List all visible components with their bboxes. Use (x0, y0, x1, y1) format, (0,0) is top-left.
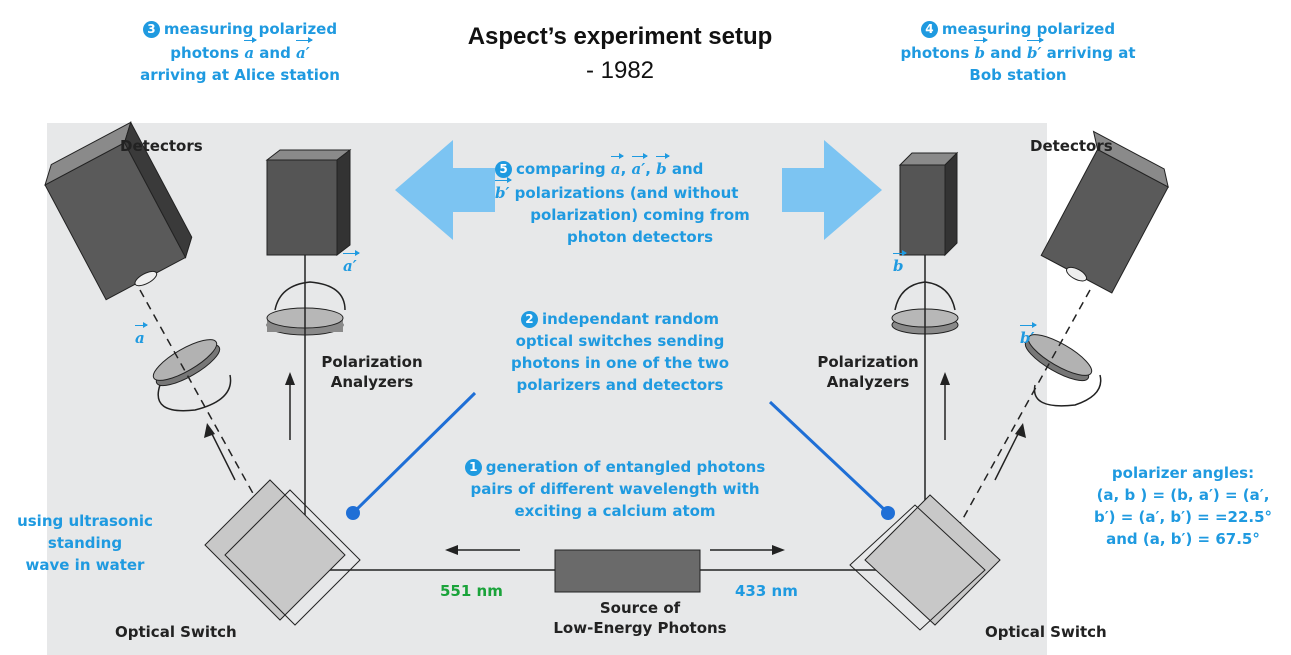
arrow-up-right-icon (940, 372, 950, 385)
annotation-alice-and: and (254, 44, 297, 62)
annotation-generation-line3: exciting a calcium atom (514, 502, 716, 520)
detector-right-outer (1040, 130, 1169, 294)
vector-label-a: a (135, 322, 148, 349)
annotation-ultrasonic-3: wave in water (25, 556, 145, 574)
arrow-up-left-icon (204, 423, 215, 438)
step-badge-5: 5 (495, 161, 512, 178)
label-analyzers-left-2: Analyzers (330, 373, 414, 391)
step-badge-3: 3 (142, 21, 160, 38)
angles-line1: (a, b ) = (b, a′) = (a′, (1096, 486, 1270, 504)
arrow-right-icon (782, 140, 882, 240)
compare-vec-b-prime: b′ (495, 177, 514, 204)
annotation-bob-line3: Bob station (969, 66, 1067, 84)
compare-vec-a-prime: a′ (631, 153, 648, 180)
title-main: Aspect’s experiment setup (467, 23, 773, 50)
annotation-bob-and: and (984, 44, 1027, 62)
vector-a-label: a (135, 322, 148, 349)
label-detectors-right: Detectors (1030, 137, 1113, 155)
annotation-bob-line2a: photons (900, 44, 975, 62)
annotation-compare-line1: comparing (516, 160, 611, 178)
vector-a-prime: a′ (296, 37, 313, 64)
vector-a: a (244, 37, 257, 64)
photon-source (554, 549, 701, 593)
vector-b-label: b (893, 250, 906, 277)
annotation-switches-line1: independant random (541, 310, 720, 328)
step-badge-1: 1 (464, 459, 482, 476)
annotation-compare-line3: polarization) coming from (530, 206, 750, 224)
annotation-switches-line3: photons in one of the two (510, 354, 730, 372)
step-badge-4: 4 (920, 21, 938, 38)
label-source-1: Source of (599, 599, 681, 617)
label-wavelength-left: 551 nm (440, 582, 503, 600)
step-badge-2: 2 (520, 311, 538, 328)
vector-b: b (974, 37, 988, 64)
annotation-ultrasonic-2: standing (47, 534, 123, 552)
angles-line3: and (a, b′) = 67.5° (1106, 530, 1260, 548)
rotation-arrow-left-outer (157, 374, 232, 412)
label-detectors-left: Detectors (120, 137, 203, 155)
polarizer-left-outer (152, 339, 221, 387)
detector-left-inner (265, 148, 352, 257)
annotation-ultrasonic-1: using ultrasonic (17, 512, 153, 530)
compare-vec-a: a (610, 153, 624, 180)
pointer-line-left (351, 391, 477, 515)
vector-b-prime: b′ (1026, 37, 1045, 64)
label-wavelength-right: 433 nm (735, 582, 798, 600)
annotation-switches-line2: optical switches sending (515, 332, 725, 350)
label-optical-switch-right: Optical Switch (985, 623, 1107, 641)
detector-right-inner (898, 151, 959, 257)
angles-line2: b′) = (a′, b′) = =22.5° (1093, 508, 1273, 526)
annotation-alice-line2a: photons (170, 44, 245, 62)
annotation-bob-line2b: arriving at (1041, 44, 1136, 62)
label-optical-switch-left: Optical Switch (115, 623, 237, 641)
title-year: - 1982 (585, 57, 655, 84)
label-source: Source of Low-Energy Photons (540, 598, 740, 638)
label-analyzers-right-2: Analyzers (826, 373, 910, 391)
vector-label-b-prime: b′ (1020, 322, 1039, 349)
annotation-ultrasonic: using ultrasonic standing wave in water (0, 510, 170, 576)
beam-right-dashed (939, 289, 1091, 561)
arrow-up-icon (285, 372, 295, 385)
annotation-compare-line4: photon detectors (566, 228, 714, 246)
annotation-switches-line4: polarizers and detectors (516, 376, 724, 394)
annotation-compare-and: and (666, 160, 704, 178)
pointer-line-right (768, 400, 890, 515)
annotation-angles: polarizer angles: (a, b ) = (b, a′) = (a… (1075, 462, 1291, 550)
annotation-generation-line2: pairs of different wavelength with (470, 480, 760, 498)
angles-title: polarizer angles: (1111, 464, 1255, 482)
optical-switch-right (849, 494, 1001, 631)
compare-vec-b: b (656, 153, 670, 180)
vector-b-prime-label: b′ (1020, 322, 1039, 349)
vector-a-prime-label: a′ (343, 250, 360, 277)
rotation-arrow-left-inner (274, 281, 346, 311)
label-analyzers-left-1: Polarization (321, 353, 423, 371)
vector-label-a-prime: a′ (343, 250, 360, 277)
label-analyzers-right-1: Polarization (817, 353, 919, 371)
optical-switch-left (204, 479, 361, 626)
rotation-arrow-right-outer (1033, 374, 1102, 407)
detector-left-outer (44, 121, 193, 301)
label-source-2: Low-Energy Photons (553, 619, 727, 637)
polarizer-right-outer (1024, 334, 1093, 382)
page-title: Aspect’s experiment setup - 1982 (465, 20, 775, 88)
annotation-compare-line2: polarizations (and without (509, 184, 739, 202)
vector-label-b: b (893, 250, 906, 277)
annotation-alice-line1: measuring polarized (163, 20, 338, 38)
annotation-generation-line1: generation of entangled photons (485, 458, 766, 476)
annotation-bob-line1: measuring polarized (941, 20, 1116, 38)
annotation-alice-line3: arriving at Alice station (140, 66, 340, 84)
arrow-left-icon (395, 140, 495, 240)
